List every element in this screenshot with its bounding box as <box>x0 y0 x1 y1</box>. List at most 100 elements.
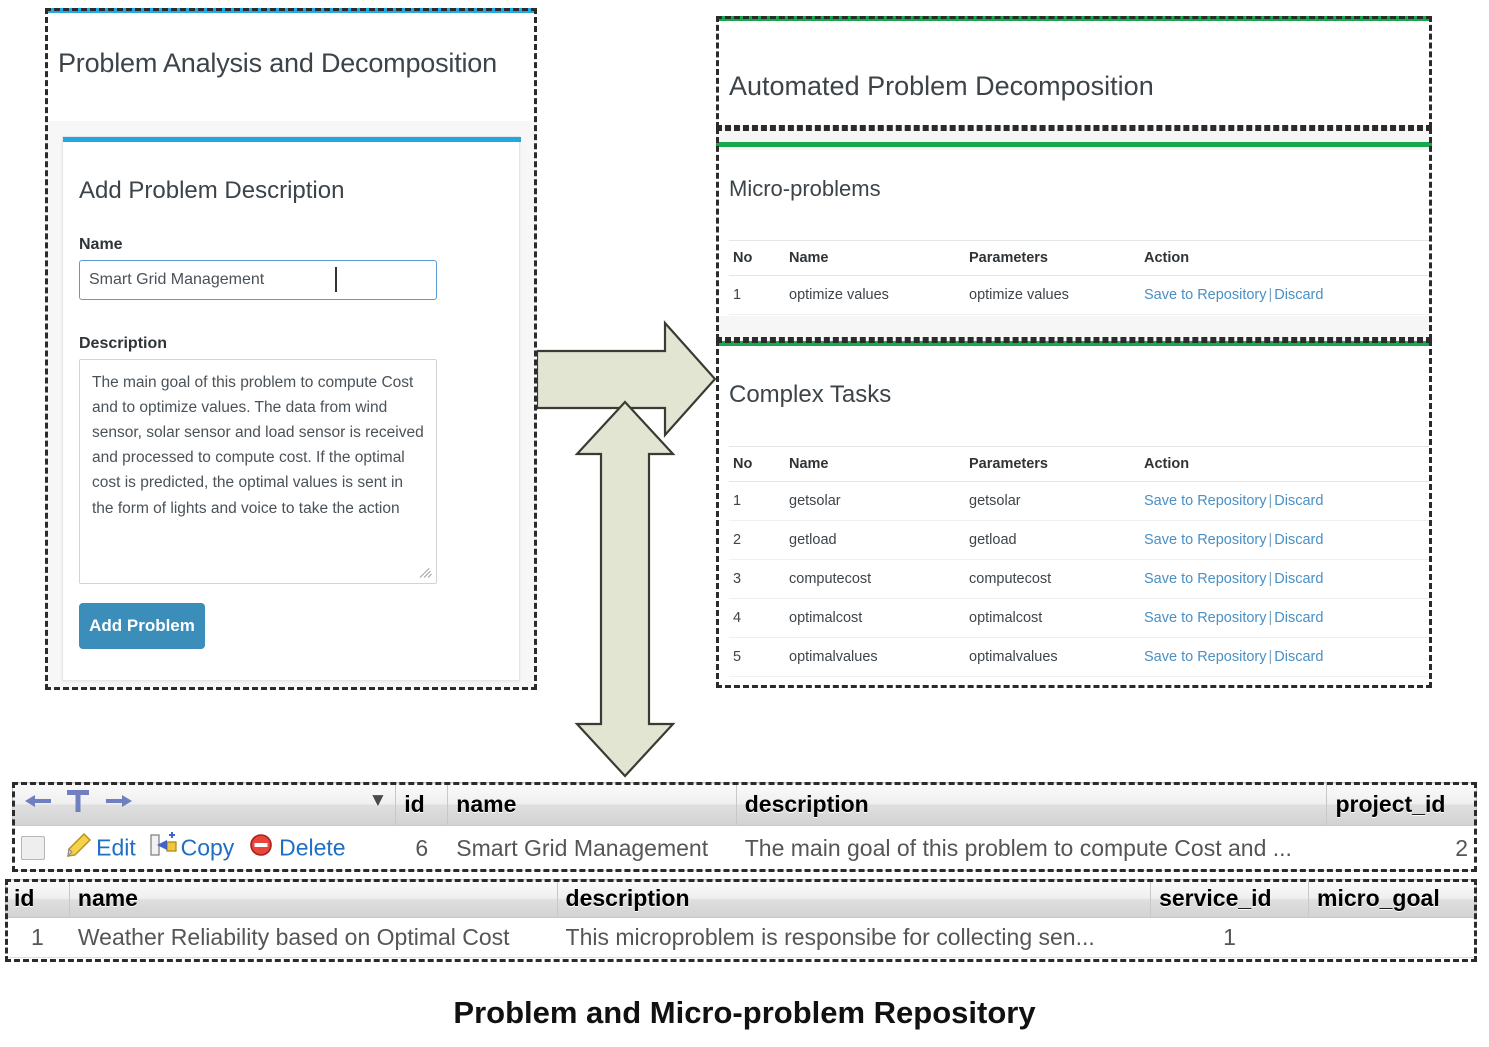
save-to-repository-link[interactable]: Save to Repository <box>1144 532 1267 548</box>
row-actions-toolbar-header: ▼ <box>11 782 397 826</box>
panel-accent-bar <box>45 8 537 13</box>
automated-decomposition-panel: Automated Problem Decomposition Micro-pr… <box>716 16 1432 688</box>
cell-no: 4 <box>729 598 785 638</box>
edit-link[interactable]: Edit <box>96 834 136 861</box>
cell-action: Save to Repository|Discard <box>1140 637 1429 677</box>
column-header-name: Name <box>785 446 965 482</box>
save-to-repository-link[interactable]: Save to Repository <box>1144 610 1267 626</box>
table-row: 4 optimalcost optimalcost Save to Reposi… <box>729 598 1429 638</box>
discard-link[interactable]: Discard <box>1274 610 1324 626</box>
table-header-row: ▼ id name description project_id <box>11 782 1477 826</box>
discard-link[interactable]: Discard <box>1274 649 1324 665</box>
link-separator: | <box>1268 610 1273 626</box>
panel-body: Add Problem Description Name Description… <box>45 121 537 690</box>
save-to-repository-link[interactable]: Save to Repository <box>1144 649 1267 665</box>
cell-action: Save to Repository|Discard <box>1140 559 1429 599</box>
table-row: 1 Weather Reliability based on Optimal C… <box>5 917 1477 958</box>
cell-row-actions: Edit Copy Dele <box>12 825 396 871</box>
column-header-params: Parameters <box>965 446 1140 482</box>
cell-name: computecost <box>785 559 965 599</box>
save-to-repository-link[interactable]: Save to Repository <box>1144 287 1267 303</box>
cell-service-id: 1 <box>1150 917 1309 958</box>
row-checkbox[interactable] <box>21 836 45 860</box>
discard-link[interactable]: Discard <box>1274 532 1324 548</box>
arrow-left-icon[interactable] <box>21 790 55 818</box>
delete-icon[interactable] <box>247 832 275 864</box>
column-header-name[interactable]: name <box>447 782 737 826</box>
table-header-row: id name description service_id micro_goa… <box>5 879 1477 918</box>
problem-analysis-panel: Problem Analysis and Decomposition Add P… <box>45 8 537 690</box>
save-to-repository-link[interactable]: Save to Repository <box>1144 571 1267 587</box>
pencil-icon[interactable] <box>64 832 92 864</box>
figure-caption: Problem and Micro-problem Repository <box>453 995 1036 1030</box>
column-header-name[interactable]: name <box>68 879 558 918</box>
cell-name: getload <box>785 520 965 560</box>
column-header-name: Name <box>785 240 965 276</box>
cell-params: computecost <box>965 559 1140 599</box>
discard-link[interactable]: Discard <box>1274 571 1324 587</box>
cell-name: Smart Grid Management <box>447 825 737 871</box>
save-to-repository-link[interactable]: Save to Repository <box>1144 493 1267 509</box>
column-header-id[interactable]: id <box>395 782 449 826</box>
micro-problems-table: No Name Parameters Action 1 optimize val… <box>729 240 1429 315</box>
column-header-id[interactable]: id <box>5 879 70 918</box>
t-icon[interactable] <box>65 788 91 820</box>
copy-link[interactable]: Copy <box>180 834 235 861</box>
column-header-description[interactable]: description <box>735 782 1328 826</box>
card-heading: Add Problem Description <box>79 177 345 204</box>
cell-name: optimalcost <box>785 598 965 638</box>
micro-section-accent-bar <box>716 142 1432 147</box>
cell-name: optimize values <box>785 275 965 315</box>
cell-no: 1 <box>729 275 785 315</box>
table-header-row: No Name Parameters Action <box>729 240 1429 276</box>
description-textarea[interactable] <box>79 359 437 584</box>
column-header-params: Parameters <box>965 240 1140 276</box>
complex-section-accent-bar <box>716 341 1432 346</box>
column-header-description[interactable]: description <box>556 879 1152 918</box>
link-separator: | <box>1268 287 1273 303</box>
arrow-right-icon[interactable] <box>102 790 136 818</box>
name-field-label: Name <box>79 236 123 253</box>
text-caret <box>335 267 337 292</box>
table-row: 3 computecost computecost Save to Reposi… <box>729 559 1429 599</box>
description-field-label: Description <box>79 335 168 352</box>
complex-tasks-table: No Name Parameters Action 1 getsolar get… <box>729 446 1429 677</box>
cell-action: Save to Repository|Discard <box>1140 481 1429 521</box>
microproblem-repository-table: id name description service_id micro_goa… <box>5 879 1477 958</box>
cell-action: Save to Repository|Discard <box>1140 520 1429 560</box>
delete-link[interactable]: Delete <box>279 834 346 861</box>
micro-problems-heading: Micro-problems <box>729 176 881 201</box>
cell-project-id[interactable]: 2 <box>1326 825 1477 871</box>
cell-params: getsolar <box>965 481 1140 521</box>
discard-link[interactable]: Discard <box>1274 287 1324 303</box>
discard-link[interactable]: Discard <box>1274 493 1324 509</box>
cell-description: The main goal of this problem to compute… <box>736 825 1327 871</box>
section-divider-band <box>716 316 1432 341</box>
panel-accent-bar <box>716 16 1432 21</box>
cell-description: This microproblem is responsibe for coll… <box>557 917 1151 958</box>
cell-micro-goal <box>1308 917 1477 958</box>
sort-dropdown-icon[interactable]: ▼ <box>368 790 388 811</box>
problem-repository-table: ▼ id name description project_id Edi <box>11 782 1477 871</box>
table-row: 2 getload getload Save to Repository|Dis… <box>729 520 1429 560</box>
table-row: 5 optimalvalues optimalvalues Save to Re… <box>729 637 1429 677</box>
name-input[interactable] <box>79 260 437 300</box>
cell-no: 1 <box>729 481 785 521</box>
cell-no: 2 <box>729 520 785 560</box>
cell-action: Save to Repository|Discard <box>1140 598 1429 638</box>
add-problem-button[interactable]: Add Problem <box>79 603 205 649</box>
column-header-action: Action <box>1140 240 1429 276</box>
link-separator: | <box>1268 649 1273 665</box>
cell-id: 1 <box>5 917 70 958</box>
card-accent-bar <box>63 137 521 142</box>
column-header-project-id[interactable]: project_id <box>1326 782 1477 826</box>
copy-icon[interactable] <box>149 832 177 864</box>
column-header-action: Action <box>1140 446 1429 482</box>
arrow-up-down-icon <box>574 400 676 778</box>
page-title: Problem Analysis and Decomposition <box>58 48 497 78</box>
cell-action: Save to Repository|Discard <box>1140 275 1429 315</box>
column-header-service-id[interactable]: service_id <box>1150 879 1309 918</box>
column-header-micro-goal[interactable]: micro_goal <box>1308 879 1477 918</box>
cell-name: getsolar <box>785 481 965 521</box>
table-row: 1 optimize values optimize values Save t… <box>729 275 1429 315</box>
